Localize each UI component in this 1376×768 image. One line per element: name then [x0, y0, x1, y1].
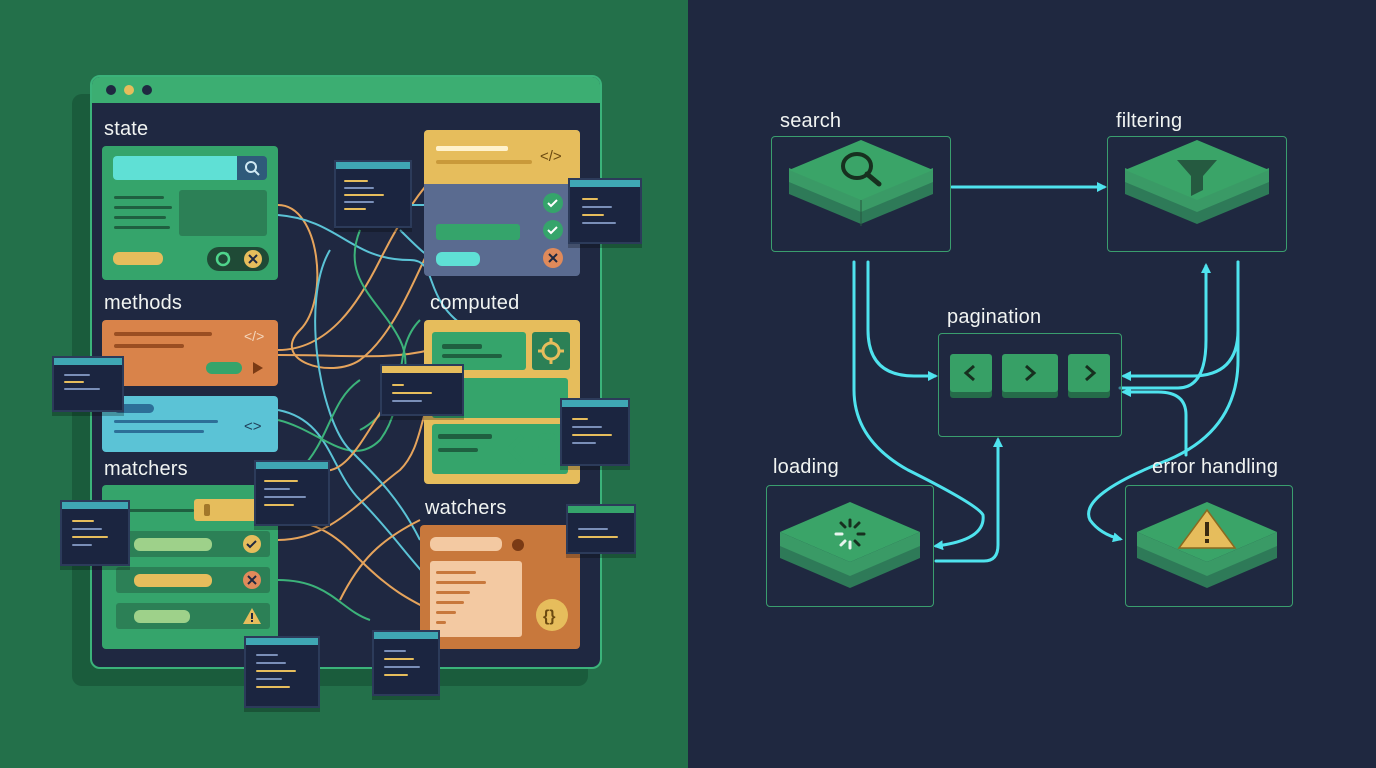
funnel-icon — [1177, 160, 1217, 196]
close-icon — [243, 571, 261, 589]
play-icon[interactable] — [250, 360, 266, 376]
state-search-input[interactable] — [113, 156, 237, 180]
check-icon — [243, 535, 261, 553]
methods-label: methods — [104, 292, 183, 314]
code-icon: </> — [540, 148, 562, 165]
matchers-label: matchers — [104, 458, 188, 480]
spinner-icon — [834, 518, 866, 550]
code-snippet — [568, 178, 642, 244]
code-snippet — [560, 398, 630, 466]
matcher-row[interactable] — [116, 567, 270, 593]
search-label: search — [780, 110, 842, 132]
methods-panel: </> — [102, 320, 278, 386]
filtering-node-tile — [1125, 140, 1269, 224]
close-icon[interactable] — [244, 250, 262, 268]
left-illustration: state methods matchers computed watchers… — [0, 0, 688, 768]
right-diagram: search filtering pagination loading erro… — [688, 0, 1376, 768]
window-dot-maximize[interactable] — [142, 85, 152, 95]
code-icon: <> — [244, 418, 262, 435]
loading-node-tile — [780, 502, 920, 588]
window-dot-close[interactable] — [106, 85, 116, 95]
code-snippet — [380, 364, 464, 416]
window-dot-minimize[interactable] — [124, 85, 134, 95]
magnifier-icon — [841, 152, 882, 187]
state-search-button[interactable] — [237, 156, 267, 180]
connector-pagination-filtering — [1118, 263, 1211, 390]
code-snippet — [244, 636, 320, 708]
connector-loading-pagination — [934, 437, 1003, 563]
state-controls — [207, 247, 269, 271]
state-panel — [102, 146, 278, 280]
state-preview-box — [179, 190, 267, 236]
connector-error-pagination — [1121, 387, 1188, 457]
matcher-row[interactable] — [116, 531, 270, 557]
flow-connectors — [852, 182, 1240, 563]
pagination-next-button[interactable] — [1002, 354, 1058, 392]
chevron-right-icon — [1025, 364, 1037, 382]
code-snippet — [372, 630, 440, 696]
refresh-icon[interactable] — [215, 251, 231, 267]
check-icon — [543, 193, 563, 213]
watchers-label: watchers — [425, 497, 507, 519]
matcher-row[interactable] — [116, 603, 270, 629]
error-handling-node-tile — [1137, 502, 1277, 588]
warning-icon — [1177, 508, 1237, 549]
computed-label: computed — [430, 292, 520, 314]
code-icon: </> — [244, 328, 264, 344]
search-icon — [245, 161, 260, 176]
gear-button[interactable] — [532, 332, 570, 370]
code-snippet — [254, 460, 330, 526]
code-icon — [508, 433, 564, 465]
check-icon — [543, 220, 563, 240]
pagination-label: pagination — [947, 306, 1042, 328]
blue-panel: <> — [102, 396, 278, 452]
filtering-label: filtering — [1116, 110, 1183, 132]
window-titlebar — [92, 77, 600, 103]
computed-chip — [436, 252, 480, 266]
pagination-prev-button[interactable] — [950, 354, 992, 392]
svg-text:<>: <> — [244, 418, 262, 435]
gear-icon — [538, 338, 564, 364]
matchers-panel — [102, 485, 278, 649]
computed-bar — [436, 224, 520, 240]
connector-search-loading — [852, 260, 985, 551]
pagination-last-button[interactable] — [1068, 354, 1110, 392]
warning-icon — [243, 608, 261, 624]
connector-filtering-pagination — [1121, 260, 1240, 381]
code-snippet — [60, 500, 130, 566]
watchers-panel: {} — [420, 525, 580, 649]
connector-search-pagination — [866, 260, 938, 381]
chevron-right-icon — [1085, 364, 1097, 382]
error-handling-label: error handling — [1152, 456, 1279, 478]
state-label: state — [104, 118, 149, 140]
search-node-tile — [789, 140, 933, 226]
connector-filtering-error — [1087, 260, 1240, 543]
code-snippet — [52, 356, 124, 412]
svg-text:</>: </> — [244, 328, 264, 344]
close-icon — [543, 248, 563, 268]
svg-text:</>: </> — [540, 148, 562, 165]
loading-label: loading — [773, 456, 839, 478]
methods-toggle[interactable] — [206, 362, 242, 374]
chevron-left-icon — [963, 364, 975, 382]
state-tag — [113, 252, 163, 265]
computed-top-panel: </> — [424, 130, 580, 276]
svg-text:{}: {} — [543, 608, 555, 625]
code-snippet — [566, 504, 636, 554]
braces-icon: {} — [536, 599, 568, 631]
code-snippet — [334, 160, 412, 228]
